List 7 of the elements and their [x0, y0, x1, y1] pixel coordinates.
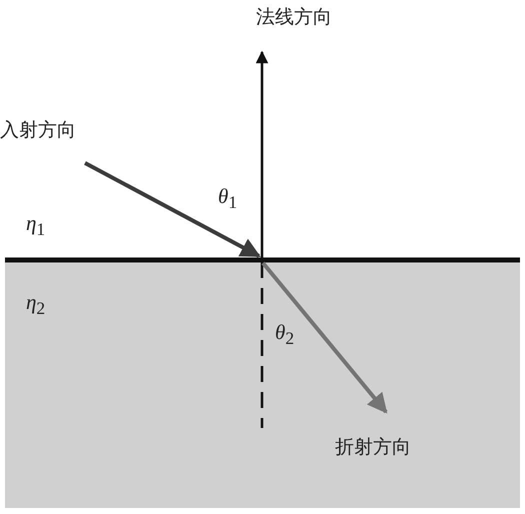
angle-label: θ$_{1}$ [218, 186, 238, 212]
medium-label: η$_{2}$ [26, 292, 46, 318]
medium-label: η$_{1}$ [26, 213, 46, 239]
axis-label: 入射方向 [0, 121, 76, 140]
angle-label: θ$_{2}$ [275, 322, 294, 348]
axis-label: 折射方向 [335, 438, 411, 457]
axis-label: 法线方向 [256, 8, 332, 27]
